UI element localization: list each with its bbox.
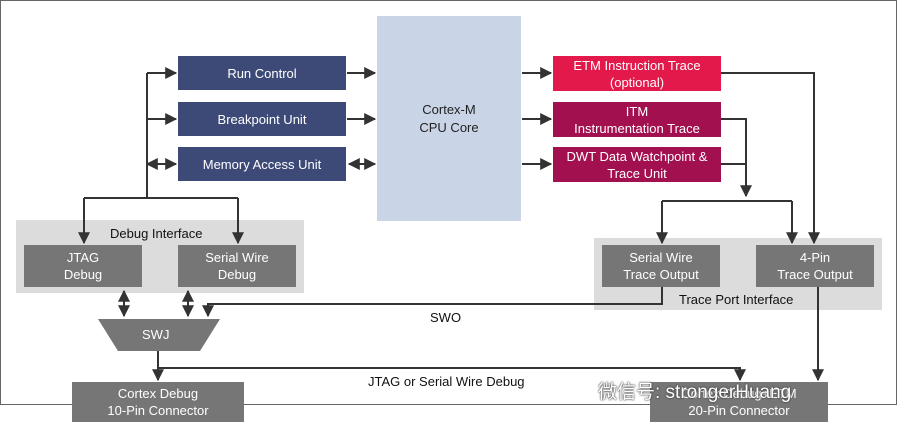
swj-label: SWJ	[142, 327, 170, 342]
etm-instruction-trace-block: ETM Instruction Trace (optional)	[553, 56, 721, 91]
twenty-pin-connector-block: Cortex Debug+ETM 20-Pin Connector	[650, 382, 828, 422]
watermark-text: 微信号: strongerHuang	[598, 382, 792, 403]
ten-pin-connector-block: Cortex Debug 10-Pin Connector	[72, 382, 244, 422]
dwt-watchpoint-trace-block: DWT Data Watchpoint & Trace Unit	[553, 147, 721, 182]
jtag-debug-block: JTAG Debug	[24, 245, 142, 287]
serial-wire-trace-output-block: Serial Wire Trace Output	[602, 245, 720, 287]
swo-label: SWO	[430, 310, 462, 325]
trace-port-interface-title: Trace Port Interface	[679, 292, 794, 307]
itm-instrumentation-trace-block: ITM Instrumentation Trace	[553, 102, 721, 137]
debug-interface-title: Debug Interface	[110, 226, 203, 241]
memory-access-unit-block: Memory Access Unit	[178, 147, 346, 181]
four-pin-trace-output-block: 4-Pin Trace Output	[756, 245, 874, 287]
serial-wire-debug-block: Serial Wire Debug	[178, 245, 296, 287]
breakpoint-unit-block: Breakpoint Unit	[178, 102, 346, 136]
run-control-block: Run Control	[178, 56, 346, 90]
swj-block	[98, 319, 220, 351]
bus-label: JTAG or Serial Wire Debug	[368, 374, 525, 389]
cpu-core-block: Cortex-M CPU Core	[377, 16, 521, 221]
